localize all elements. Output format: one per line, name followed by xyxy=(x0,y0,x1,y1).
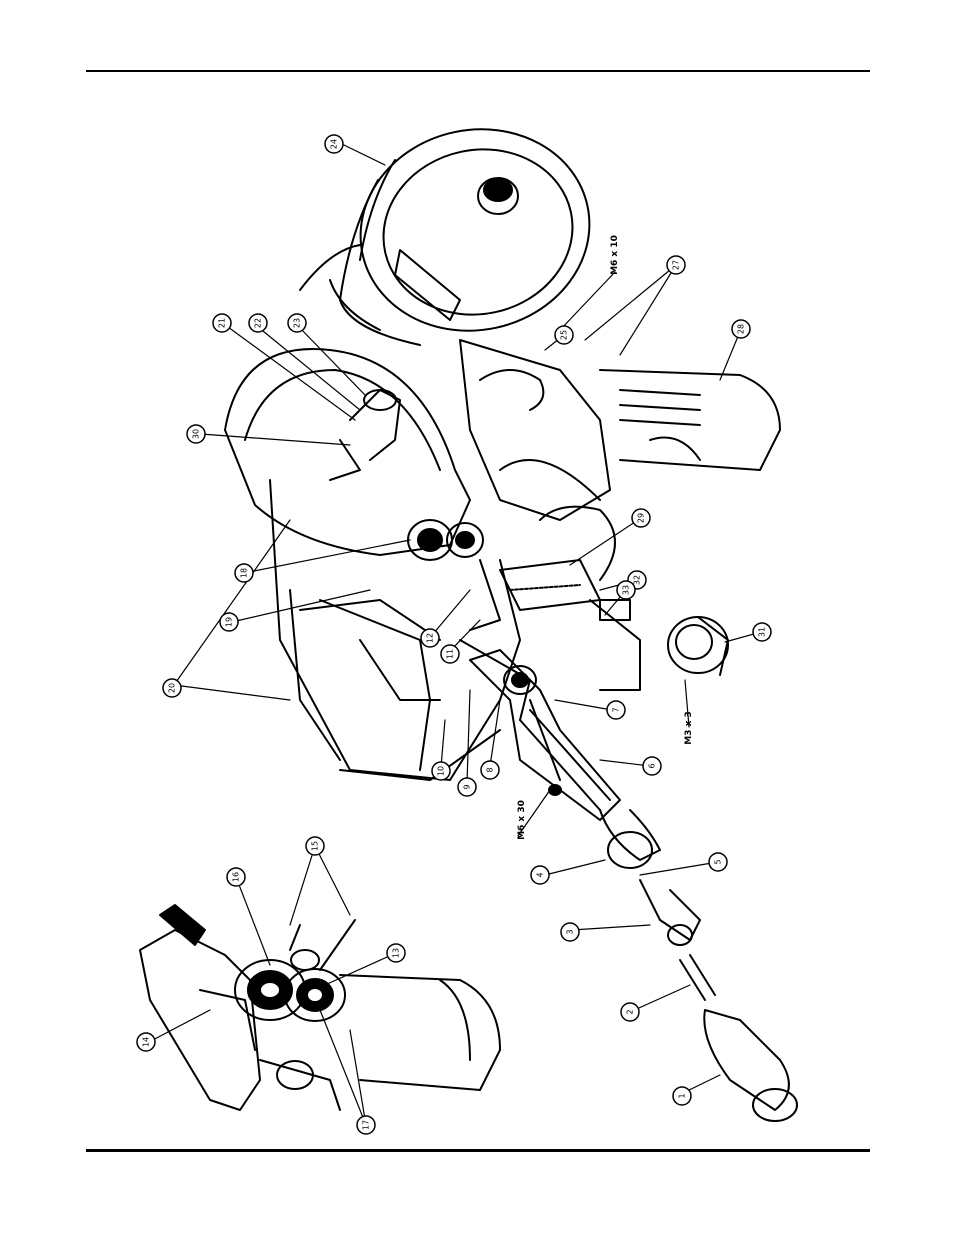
fastener-note-m3x3: M3 x 3 xyxy=(684,711,694,745)
main-housing xyxy=(224,348,531,781)
wire-spool xyxy=(299,128,591,346)
inset-drive-module xyxy=(139,904,501,1111)
header-rule xyxy=(86,70,870,72)
drive-roll-assembly xyxy=(329,389,501,631)
callout-label: 15 xyxy=(311,841,320,851)
callout-label: 19 xyxy=(225,617,234,627)
callout-label: 9 xyxy=(463,784,472,789)
callout-label: 22 xyxy=(254,318,263,328)
callout-label: 18 xyxy=(240,568,249,578)
callout-label: 14 xyxy=(142,1037,151,1047)
wire-guide-block xyxy=(499,559,641,691)
callout-label: 32 xyxy=(633,575,642,585)
retaining-nut xyxy=(667,616,729,676)
callout-label: 11 xyxy=(446,649,455,659)
fastener-note-m6x10: M6 x 10 xyxy=(610,235,620,275)
callout-label: 23 xyxy=(293,318,302,328)
callout-label: 27 xyxy=(672,260,681,270)
callout-label: 8 xyxy=(486,767,495,772)
callout-label: 2 xyxy=(626,1009,635,1014)
callout-label: 30 xyxy=(192,429,201,439)
footer-rule xyxy=(86,1149,870,1152)
drive-motor xyxy=(459,339,781,581)
callout-label: 3 xyxy=(566,929,575,934)
callout-label: 1 xyxy=(678,1093,687,1098)
callout-label: 31 xyxy=(758,627,767,637)
fastener-note-m6x30: M6 x 30 xyxy=(517,800,527,840)
callout-label: 5 xyxy=(714,859,723,864)
callout-label: 4 xyxy=(536,872,545,877)
callout-label: 25 xyxy=(560,330,569,340)
callout-label: 17 xyxy=(362,1120,371,1130)
callout-label: 6 xyxy=(648,763,657,768)
callout-label: 29 xyxy=(637,513,646,523)
callout-label: 33 xyxy=(622,585,631,595)
callout-label: 13 xyxy=(392,948,401,958)
callout-label: 28 xyxy=(737,324,746,334)
callout-label: 7 xyxy=(612,707,621,712)
callout-label: 21 xyxy=(218,318,227,328)
callout-label: 12 xyxy=(426,633,435,643)
callout-label: 10 xyxy=(437,766,446,776)
callout-bubbles xyxy=(136,134,772,1135)
gun-cable-assembly xyxy=(469,649,798,1122)
leader-lines xyxy=(148,144,762,1126)
callout-label: 24 xyxy=(330,139,339,149)
callout-label: 16 xyxy=(232,872,241,882)
callout-label: 20 xyxy=(168,683,177,693)
